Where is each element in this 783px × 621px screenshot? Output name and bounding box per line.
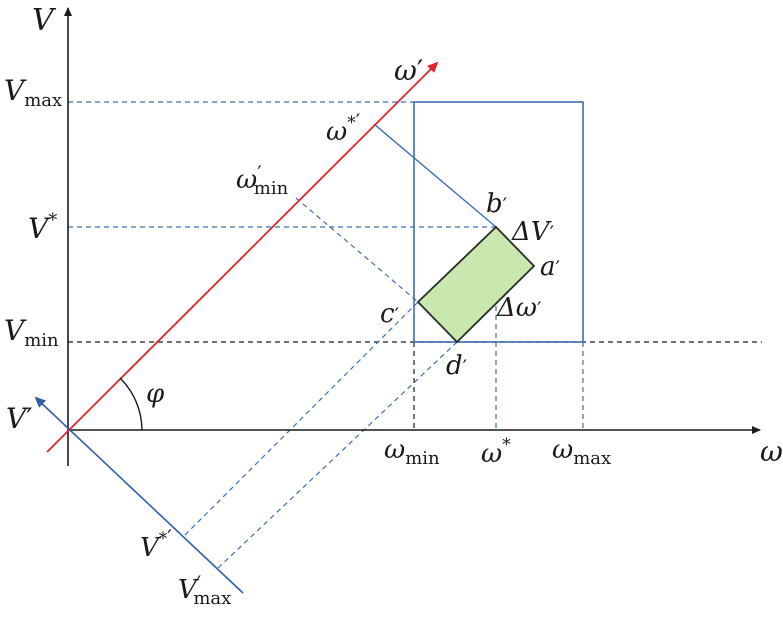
omega-star-label: ω* [481,435,511,469]
omega-prime-min-label: ω′min [236,161,289,199]
point-c-label: c′ [380,299,400,329]
delta-v-label: ΔV′ [511,217,555,247]
delta-omega-label: Δω′ [496,293,542,323]
v-prime-max-projection-line [217,341,458,569]
omega-axis-label: ω [760,435,783,468]
feasible-region [416,225,536,344]
omega-prime-star-label: ω*′ [326,109,361,147]
angle-arc [119,377,143,431]
rotated-v-axis [34,396,244,594]
omega-prime-axis-label: ω′ [394,54,423,87]
point-b-label: b′ [486,189,508,219]
phi-label: φ [146,379,165,409]
omega-min-label: ωmin [384,435,440,469]
omega-prime-min-projection-line [295,197,419,303]
v-star-label: V* [28,210,57,245]
point-d-label: d′ [446,351,468,381]
feasible-box [413,101,584,343]
v-max-label: Vmax [4,74,62,111]
omega-max-label: ωmax [552,435,611,469]
v-min-label: Vmin [4,314,59,351]
omega-prime-star-projection-line [373,123,497,228]
point-a-label: a′ [540,252,561,282]
v-prime-star-label: V*′ [140,525,172,563]
v-axis-label: V [32,3,57,38]
v-prime-axis-label: V′ [6,402,33,435]
v-prime-max-label: V′max [178,571,231,609]
v-prime-star-projection-line [184,301,419,536]
rotated-omega-axis [46,61,439,453]
